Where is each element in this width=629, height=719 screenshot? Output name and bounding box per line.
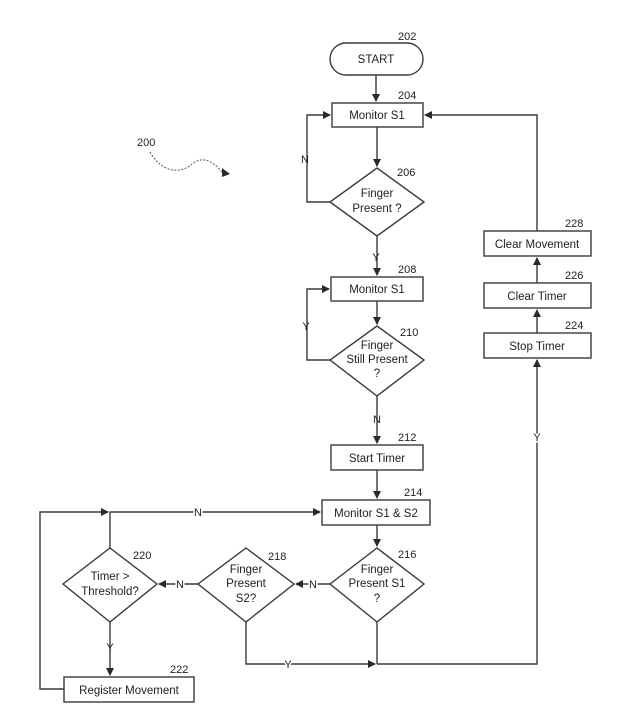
monitor-s1-b-label: Monitor S1 bbox=[349, 284, 405, 296]
finger-present-line2: Present ? bbox=[352, 203, 401, 215]
monitor-s1-box bbox=[331, 102, 424, 128]
label-218-no: N bbox=[176, 579, 184, 591]
label-218-yes: Y bbox=[284, 659, 292, 671]
label-210-yes: Y bbox=[302, 321, 310, 333]
start-timer-box bbox=[330, 444, 424, 471]
stop-timer-box bbox=[483, 332, 592, 359]
edge-206-no-loop bbox=[306, 111, 331, 203]
ref-218: 218 bbox=[268, 551, 286, 563]
label-206-no: N bbox=[301, 154, 309, 166]
ref-224: 224 bbox=[565, 320, 583, 332]
finger-present-s1-line3: ? bbox=[374, 593, 380, 605]
edge-210-yes-loop bbox=[306, 285, 330, 361]
ref-204: 204 bbox=[398, 90, 416, 102]
edge-218-yes bbox=[245, 622, 376, 668]
edge-to-stop-timer bbox=[377, 359, 541, 665]
figure-pointer bbox=[149, 151, 223, 173]
finger-present-s2-line1: Finger bbox=[230, 564, 263, 576]
ref-220: 220 bbox=[133, 550, 151, 562]
finger-present-line1: Finger bbox=[361, 188, 394, 200]
label-216-no: N bbox=[309, 579, 317, 591]
clear-movement-box bbox=[483, 230, 592, 257]
label-stop-yes: Y bbox=[533, 432, 541, 444]
finger-still-present-line1: Finger bbox=[361, 340, 394, 352]
ref-228: 228 bbox=[565, 218, 583, 230]
ref-212: 212 bbox=[398, 432, 416, 444]
edge-222-loop bbox=[39, 508, 109, 690]
finger-still-present-line3: ? bbox=[374, 368, 380, 380]
start-timer-label: Start Timer bbox=[349, 453, 405, 465]
monitor-s1-s2-label: Monitor S1 & S2 bbox=[334, 508, 418, 520]
ref-202: 202 bbox=[398, 31, 416, 43]
edge-228-to-204 bbox=[424, 111, 538, 231]
start-label: START bbox=[358, 54, 395, 66]
finger-still-present-line2: Still Present bbox=[346, 354, 408, 366]
ref-210: 210 bbox=[400, 327, 418, 339]
clear-timer-label: Clear Timer bbox=[507, 291, 567, 303]
register-movement-box bbox=[63, 676, 195, 703]
monitor-s1-b-box bbox=[330, 276, 424, 302]
timer-threshold-line2: Threshold? bbox=[81, 586, 139, 598]
ref-208: 208 bbox=[398, 264, 416, 276]
ref-214: 214 bbox=[404, 487, 422, 499]
finger-present-s2-line3: S2? bbox=[236, 593, 256, 605]
label-220-yes: Y bbox=[106, 642, 114, 654]
label-210-no: N bbox=[373, 414, 381, 426]
monitor-s1-label: Monitor S1 bbox=[349, 110, 405, 122]
ref-206: 206 bbox=[397, 167, 415, 179]
finger-present-s1-line1: Finger bbox=[361, 564, 394, 576]
figure-ref: 200 bbox=[137, 137, 155, 149]
timer-threshold-line1: Timer > bbox=[91, 571, 130, 583]
stop-timer-label: Stop Timer bbox=[509, 341, 565, 353]
figure-pointer-head bbox=[222, 168, 230, 177]
ref-226: 226 bbox=[565, 270, 583, 282]
ref-216: 216 bbox=[398, 549, 416, 561]
clear-timer-box bbox=[483, 282, 592, 309]
finger-present-s2-line2: Present bbox=[226, 578, 266, 590]
clear-movement-label: Clear Movement bbox=[495, 239, 580, 251]
finger-present-s1-line2: Present S1 bbox=[349, 578, 406, 590]
monitor-s1-s2-box bbox=[321, 499, 431, 526]
ref-222: 222 bbox=[170, 664, 188, 676]
label-220-no: N bbox=[194, 507, 202, 519]
label-206-yes: Y bbox=[372, 252, 380, 264]
register-movement-label: Register Movement bbox=[79, 685, 180, 697]
edge-220-no bbox=[109, 508, 321, 548]
